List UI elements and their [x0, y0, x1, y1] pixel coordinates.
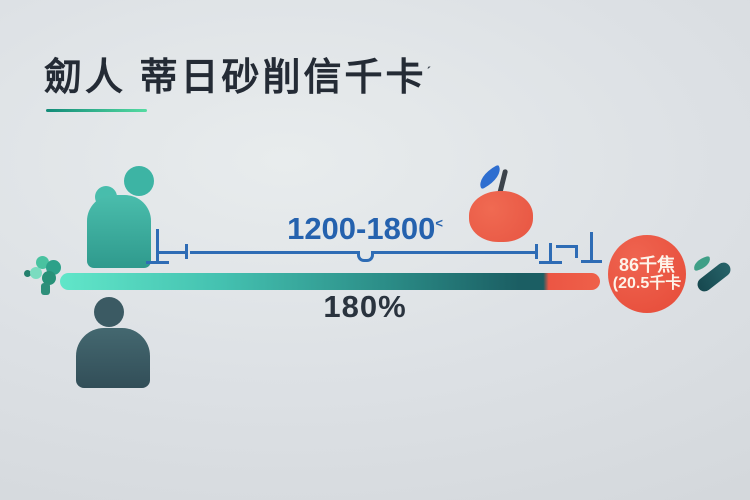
person-top-torso: [87, 195, 151, 268]
broccoli-floret: [30, 267, 42, 279]
measure-tick-left-tall: [156, 229, 159, 263]
range-label-text: 1200-1800: [287, 211, 436, 246]
person-bottom-torso: [76, 328, 150, 388]
measure-tick-small-left: [185, 244, 188, 259]
measure-tick-mid-right: [549, 243, 552, 263]
calorie-progress-bar: [60, 273, 600, 290]
cucumber-leaf: [691, 255, 713, 272]
measure-tick-left-foot: [146, 261, 169, 264]
measure-tick-mid-right-foot: [539, 261, 562, 264]
measure-notch: [357, 251, 374, 262]
badge-kcal-value: (20.5千卡: [612, 275, 682, 292]
measure-corner-bracket: [556, 245, 578, 258]
measure-tick-right-tall: [590, 232, 593, 263]
apple-body: [469, 191, 533, 242]
person-bottom-head: [94, 297, 124, 327]
measure-line-right: [374, 251, 536, 254]
title-underline: [46, 109, 147, 112]
measure-tick-small-right: [535, 244, 538, 259]
page-title-superscript: ˊ: [426, 63, 435, 80]
range-label-superscript: ˂: [435, 215, 443, 231]
page-title: 劎人 蒂日砂削信千卡ˊ: [44, 46, 434, 101]
broccoli-floret: [36, 256, 49, 269]
measure-connector: [158, 251, 187, 254]
percent-label: 180%: [323, 289, 407, 324]
person-top-head: [124, 166, 154, 196]
broccoli-floret: [42, 271, 56, 285]
range-label: 1200-1800˂: [275, 211, 455, 247]
broccoli-stem: [41, 283, 50, 295]
measure-tick-right-foot: [581, 260, 602, 263]
measure-line-left: [190, 251, 357, 254]
page-title-text: 劎人 蒂日砂削信千卡: [44, 57, 427, 99]
broccoli-floret: [24, 270, 31, 277]
badge-kilojoule-value: 86千焦: [618, 255, 676, 275]
calorie-badge: 86千焦 (20.5千卡: [608, 235, 686, 313]
